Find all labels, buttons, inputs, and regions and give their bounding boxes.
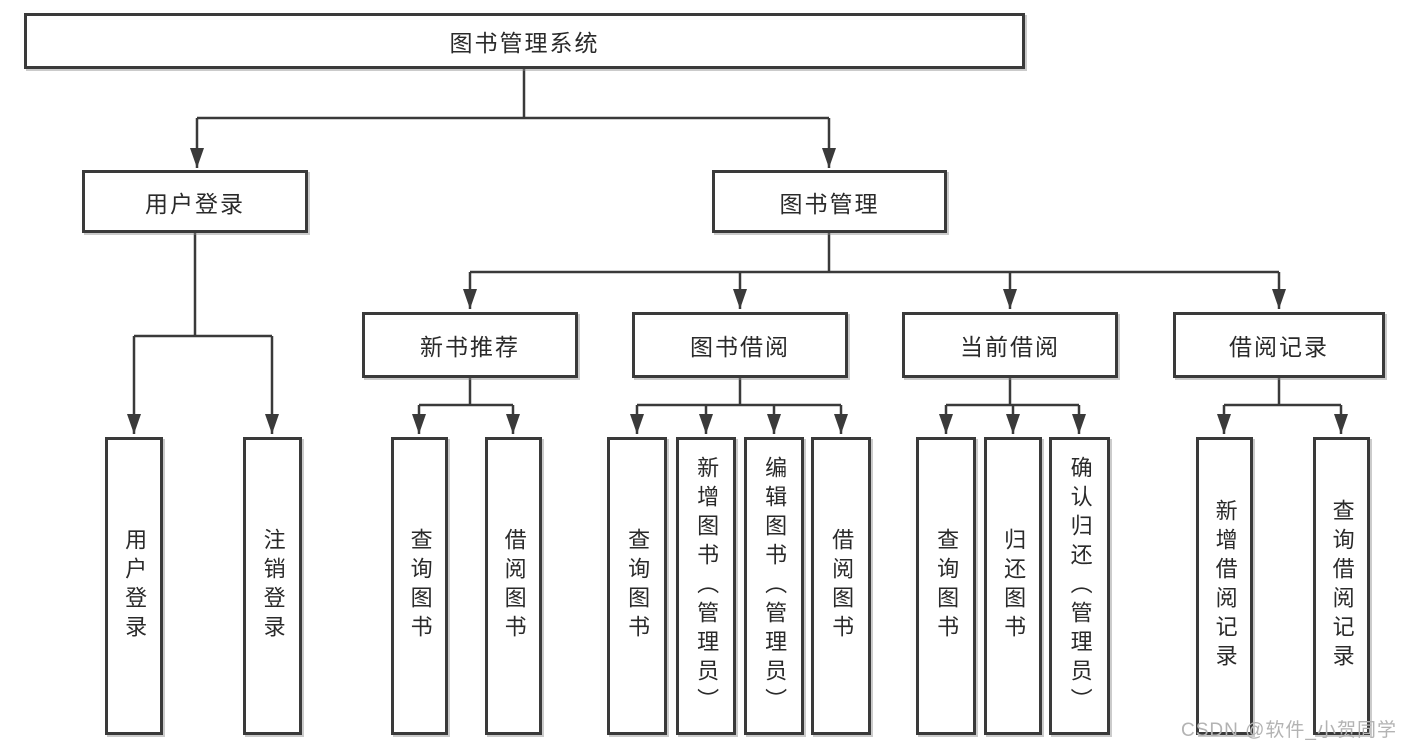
leaf-borrow-books-label: 借阅图书 [829,528,855,644]
node-borrow-records: 借阅记录 [1173,312,1385,378]
node-user-login-module-label: 用户登录 [145,190,245,217]
leaf-query-books-borrow-label: 查询图书 [625,528,651,644]
csdn-watermark: CSDN @软件_小贺同学 [1181,720,1397,741]
leaf-borrow-books-recommend-label: 借阅图书 [501,528,527,644]
leaf-query-books-recommend: 查询图书 [391,437,448,735]
node-new-book-recommend: 新书推荐 [362,312,578,378]
node-current-borrow-label: 当前借阅 [960,334,1060,360]
node-borrow-records-label: 借阅记录 [1229,334,1329,360]
leaf-query-books-current-label: 查询图书 [934,528,960,644]
leaf-add-books-admin: 新增图书（管理员） [676,437,736,735]
leaf-confirm-return-admin-label: 确认归还（管理员） [1067,455,1093,717]
node-user-login-module: 用户登录 [82,170,308,233]
leaf-confirm-return-admin: 确认归还（管理员） [1049,437,1110,735]
leaf-query-books-recommend-label: 查询图书 [407,528,433,644]
leaf-edit-books-admin-label: 编辑图书（管理员） [762,455,788,717]
leaf-query-borrow-record: 查询借阅记录 [1313,437,1370,735]
node-book-borrow: 图书借阅 [632,312,848,378]
node-book-borrow-label: 图书借阅 [690,334,790,360]
node-book-management-module-label: 图书管理 [779,190,880,217]
leaf-logout-label: 注销登录 [260,528,286,644]
leaf-query-books-current: 查询图书 [916,437,976,735]
leaf-return-books-label: 归还图书 [1001,528,1027,644]
leaf-edit-books-admin: 编辑图书（管理员） [744,437,804,735]
leaf-return-books: 归还图书 [984,437,1042,735]
leaf-add-borrow-record-label: 新增借阅记录 [1212,499,1238,673]
arrow-drops [127,118,1348,434]
leaf-logout: 注销登录 [243,437,302,735]
branch-bars [134,69,1341,407]
leaf-user-login: 用户登录 [105,437,163,735]
node-book-management-module: 图书管理 [712,170,947,233]
node-current-borrow: 当前借阅 [902,312,1118,378]
leaf-query-borrow-record-label: 查询借阅记录 [1329,499,1355,673]
node-root-system-label: 图书管理系统 [449,30,600,56]
leaf-borrow-books-recommend: 借阅图书 [485,437,542,735]
leaf-add-books-admin-label: 新增图书（管理员） [694,455,720,717]
leaf-user-login-label: 用户登录 [122,528,148,644]
leaf-add-borrow-record: 新增借阅记录 [1196,437,1253,735]
node-root-system: 图书管理系统 [24,13,1025,69]
node-new-book-recommend-label: 新书推荐 [420,334,520,360]
leaf-query-books-borrow: 查询图书 [607,437,667,735]
leaf-borrow-books: 借阅图书 [811,437,871,735]
